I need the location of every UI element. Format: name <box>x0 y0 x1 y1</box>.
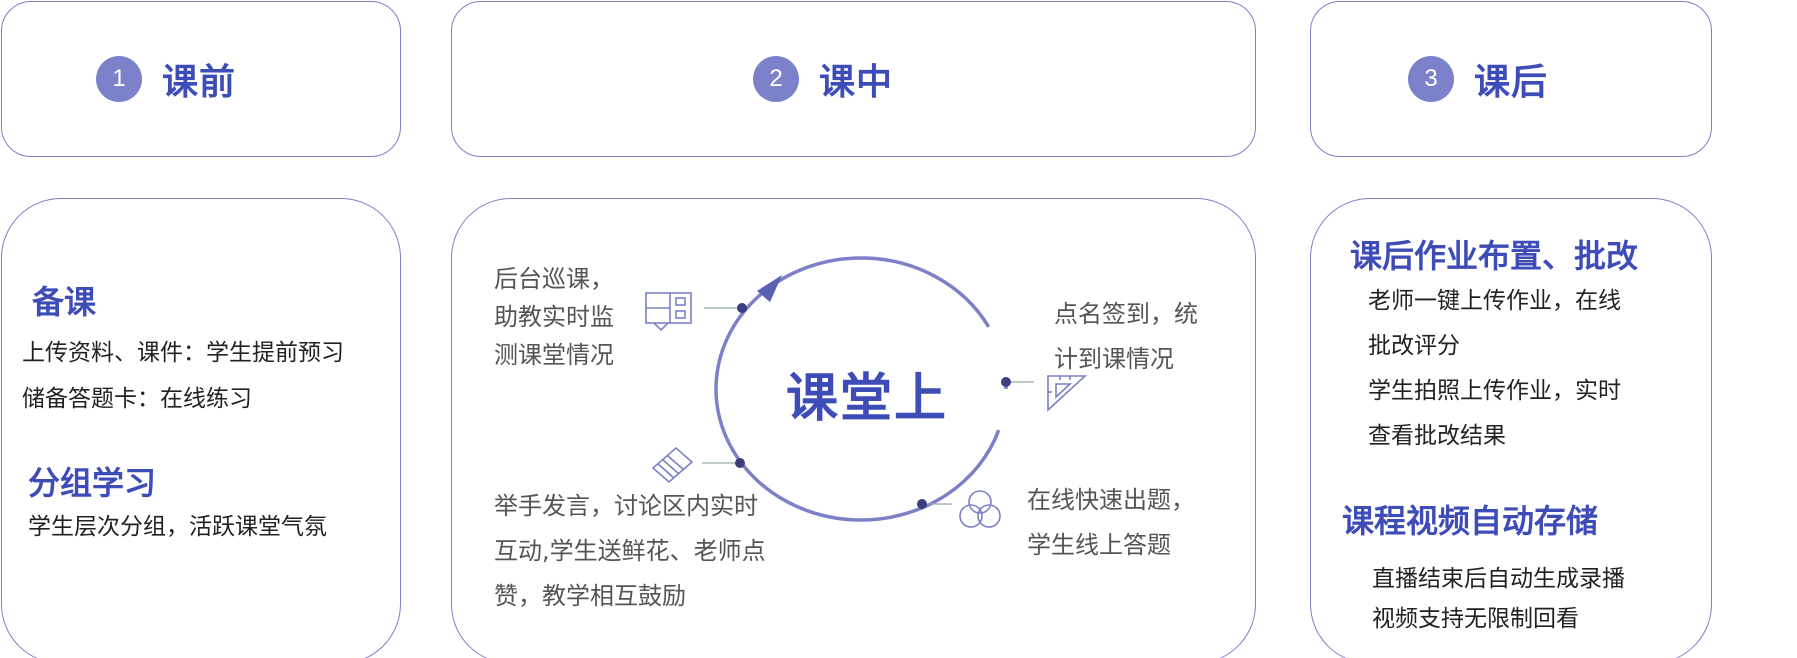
raise-hand-line: 赞，教学相互鼓励 <box>494 582 686 610</box>
phase-number-badge: 1 <box>96 56 142 102</box>
homework-line: 老师一键上传作业，在线 <box>1368 288 1621 314</box>
quiz-line: 学生线上答题 <box>1027 531 1171 559</box>
group-title: 分组学习 <box>28 464 157 502</box>
quiz-line: 在线快速出题， <box>1027 486 1195 514</box>
patrol-line: 助教实时监 <box>494 303 614 331</box>
connector-dot <box>917 499 927 509</box>
phase-header-after: 3 课后 <box>1310 1 1712 157</box>
before-card <box>1 198 401 658</box>
raise-hand-line: 互动,学生送鲜花、老师点 <box>494 537 766 565</box>
prep-line: 储备答题卡：在线练习 <box>22 386 252 412</box>
quiz-circles-icon <box>959 490 1001 528</box>
video-line: 直播结束后自动生成录播 <box>1372 566 1625 592</box>
prep-line: 上传资料、课件：学生提前预习 <box>22 340 344 366</box>
cycle-arrowhead <box>757 275 782 302</box>
phase-header-during: 2 课中 <box>451 1 1256 157</box>
connector-dot <box>735 458 745 468</box>
patrol-line: 测课堂情况 <box>494 341 614 369</box>
phase-title: 课中 <box>819 62 894 103</box>
prep-title: 备课 <box>32 283 97 321</box>
homework-line: 学生拍照上传作业，实时 <box>1368 378 1621 404</box>
phase-title: 课后 <box>1474 62 1549 103</box>
phase-header-before: 1 课前 <box>1 1 401 157</box>
during-card <box>451 198 1256 658</box>
rollcall-line: 计到课情况 <box>1054 345 1174 373</box>
set-square-icon <box>1047 375 1088 412</box>
patrol-line: 后台巡课， <box>494 265 614 293</box>
rollcall-line: 点名签到，统 <box>1054 300 1198 328</box>
video-line: 视频支持无限制回看 <box>1372 606 1579 632</box>
raise-hand-line: 举手发言，讨论区内实时 <box>494 492 758 520</box>
center-title: 课堂上 <box>786 369 949 429</box>
pencil-icon <box>651 446 694 484</box>
monitor-icon <box>645 292 692 332</box>
video-title: 课程视频自动存储 <box>1342 502 1599 540</box>
phase-title: 课前 <box>162 62 237 103</box>
phase-number-badge: 2 <box>753 56 799 102</box>
after-card <box>1310 198 1712 658</box>
homework-title: 课后作业布置、批改 <box>1350 237 1639 275</box>
group-line: 学生层次分组，活跃课堂气氛 <box>28 514 327 540</box>
cycle-ellipse <box>714 256 1008 522</box>
connector-dot <box>1001 377 1011 387</box>
homework-line: 批改评分 <box>1368 333 1460 359</box>
phase-number-badge: 3 <box>1408 56 1454 102</box>
homework-line: 查看批改结果 <box>1368 423 1506 449</box>
connector-dot <box>737 303 747 313</box>
